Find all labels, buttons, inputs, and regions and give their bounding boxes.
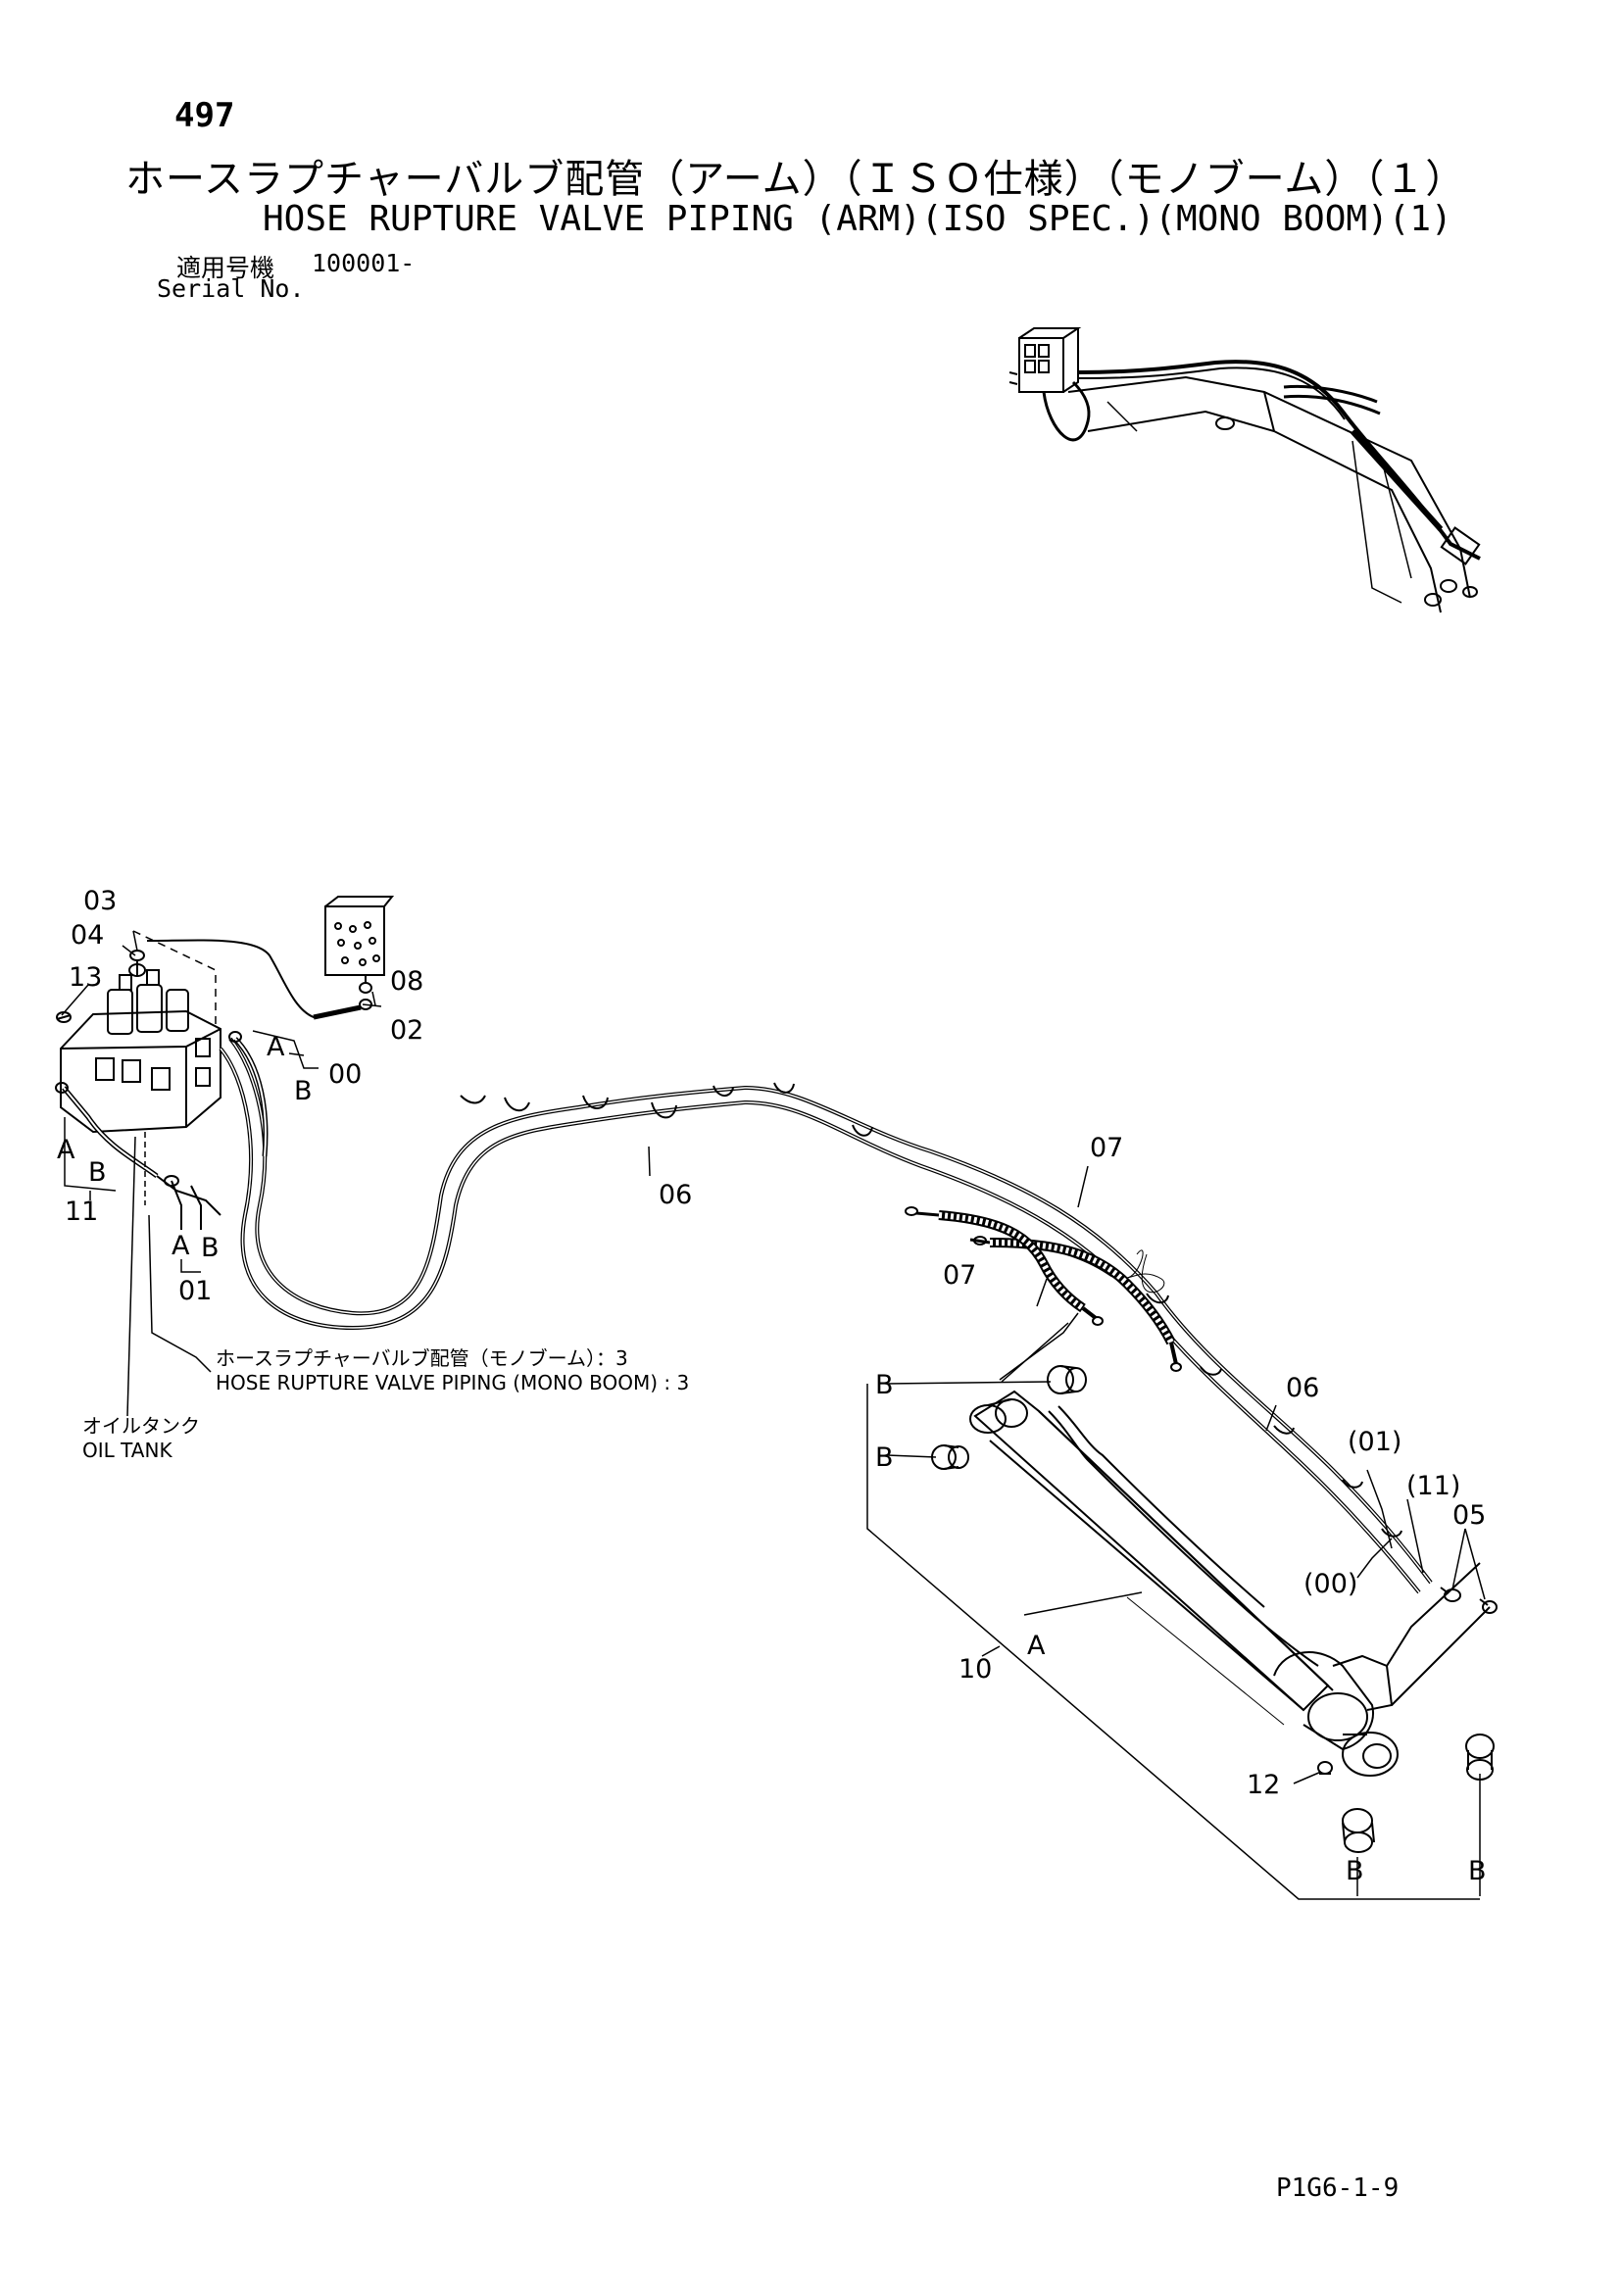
arm-cylinder-10 bbox=[969, 1390, 1491, 1777]
pilot-block-08 bbox=[324, 896, 395, 994]
callout-07-upper: 07 bbox=[1090, 1133, 1123, 1163]
oil-tank-leader bbox=[126, 1132, 212, 1417]
callout-08: 08 bbox=[390, 966, 423, 997]
hose-rupture-valve-block bbox=[55, 950, 221, 1230]
label-b-valve: B bbox=[294, 1076, 313, 1106]
callout-11: 11 bbox=[65, 1197, 98, 1227]
label-b-bottom-1: B bbox=[1346, 1856, 1364, 1886]
label-a-cylinder: A bbox=[1027, 1631, 1046, 1661]
callout-05: 05 bbox=[1452, 1500, 1486, 1531]
callout-06-upper: 06 bbox=[659, 1180, 692, 1210]
serial-label-english: Serial No. bbox=[157, 274, 305, 303]
note-oil-tank-jp: オイルタンク bbox=[82, 1414, 200, 1438]
callout-01: 01 bbox=[178, 1276, 212, 1306]
label-a-mid: A bbox=[172, 1231, 190, 1261]
callout-12: 12 bbox=[1247, 1770, 1280, 1800]
serial-number-value: 100001- bbox=[312, 249, 416, 277]
callout-06-lower: 06 bbox=[1286, 1373, 1319, 1403]
leader-lines bbox=[61, 930, 1486, 1900]
label-a-valve: A bbox=[267, 1032, 285, 1062]
callout-13: 13 bbox=[69, 962, 102, 993]
callout-00: 00 bbox=[328, 1059, 362, 1090]
label-b-bottom-2: B bbox=[1468, 1856, 1487, 1886]
page-title-japanese: ホースラプチャーバルブ配管（アーム）（ＩＳＯ仕様）（モノブーム）（１） bbox=[125, 157, 1466, 202]
serial-label-japanese: 適用号機 bbox=[176, 254, 275, 282]
bushing-parts bbox=[931, 1365, 1495, 1853]
label-a-left: A bbox=[57, 1135, 75, 1165]
hose-07-lower bbox=[905, 1206, 1104, 1326]
callout-02: 02 bbox=[390, 1015, 423, 1046]
hose-pair-06 bbox=[219, 1037, 1433, 1594]
hose-02 bbox=[146, 939, 372, 1020]
footer-page-code: P1G6-1-9 bbox=[1276, 2174, 1400, 2203]
page-number: 497 bbox=[174, 96, 235, 135]
callout-04: 04 bbox=[71, 920, 104, 951]
fittings-05 bbox=[1440, 1587, 1498, 1614]
page-title-english: HOSE RUPTURE VALVE PIPING (ARM)(ISO SPEC… bbox=[263, 199, 1452, 239]
callout-03: 03 bbox=[83, 886, 117, 916]
callout-10: 10 bbox=[958, 1654, 992, 1685]
label-b-left: B bbox=[88, 1157, 107, 1188]
overview-arm-illustration bbox=[1008, 327, 1481, 613]
callout-07-lower: 07 bbox=[943, 1260, 976, 1291]
callout-11-paren: (11) bbox=[1406, 1471, 1460, 1501]
label-b-side: B bbox=[875, 1442, 894, 1473]
hose-00 bbox=[228, 1031, 269, 1157]
note-oil-tank-en: OIL TANK bbox=[82, 1439, 172, 1462]
callout-00-paren: (00) bbox=[1303, 1569, 1357, 1599]
note-hose-boom-en: HOSE RUPTURE VALVE PIPING (MONO BOOM) : … bbox=[216, 1371, 689, 1394]
hose-07-upper bbox=[969, 1236, 1182, 1372]
label-b-mid: B bbox=[201, 1233, 220, 1263]
label-b-top: B bbox=[875, 1370, 894, 1400]
callout-01-paren: (01) bbox=[1348, 1427, 1401, 1457]
note-hose-boom-jp: ホースラプチャーバルブ配管（モノブーム）：3 bbox=[216, 1346, 628, 1370]
